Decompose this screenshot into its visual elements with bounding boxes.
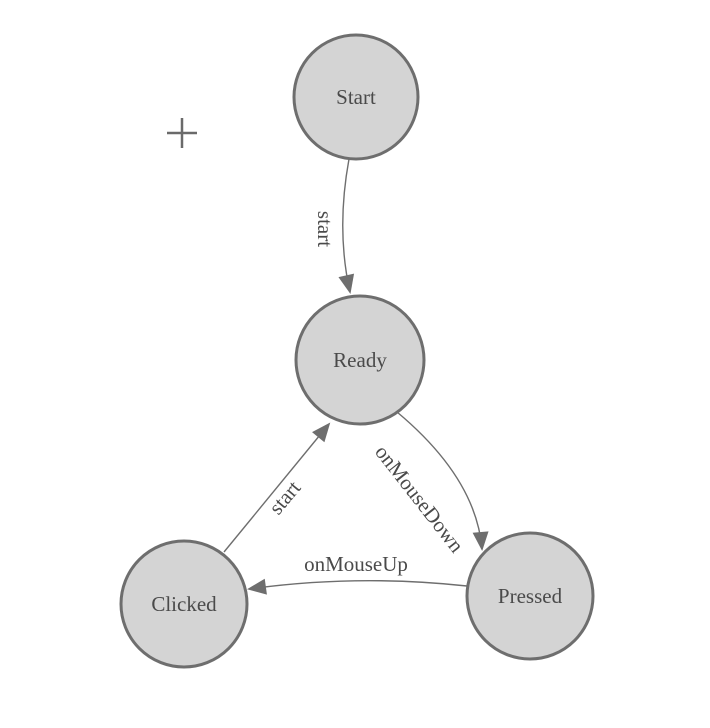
state-circle-start[interactable] [292, 33, 420, 161]
state-label-pressed: Pressed [498, 584, 563, 608]
state-label-clicked: Clicked [151, 592, 217, 616]
add-node-plus-icon[interactable] [167, 118, 197, 148]
edge-label-ready-to-pressed: onMouseDown [370, 440, 469, 557]
edge-label-start-to-ready: start [313, 211, 337, 247]
edge-ready-to-pressed[interactable] [396, 411, 489, 551]
edge-label-pressed-to-clicked: onMouseUp [304, 552, 408, 576]
state-circle-pressed[interactable] [465, 531, 595, 661]
state-circle-clicked[interactable] [119, 539, 249, 669]
state-circle-ready[interactable] [294, 294, 426, 426]
edge-pressed-to-clicked[interactable] [247, 578, 468, 595]
state-node-pressed[interactable]: Pressed [465, 531, 595, 661]
state-node-start[interactable]: Start [292, 33, 420, 161]
state-label-ready: Ready [333, 348, 387, 372]
state-node-ready[interactable]: Ready [294, 294, 426, 426]
edge-start-to-ready[interactable] [338, 158, 355, 294]
state-node-clicked[interactable]: Clicked [119, 539, 249, 669]
state-label-start: Start [336, 85, 376, 109]
edge-label-clicked-to-ready: start [264, 476, 306, 519]
edge-clicked-to-ready[interactable] [223, 422, 331, 553]
